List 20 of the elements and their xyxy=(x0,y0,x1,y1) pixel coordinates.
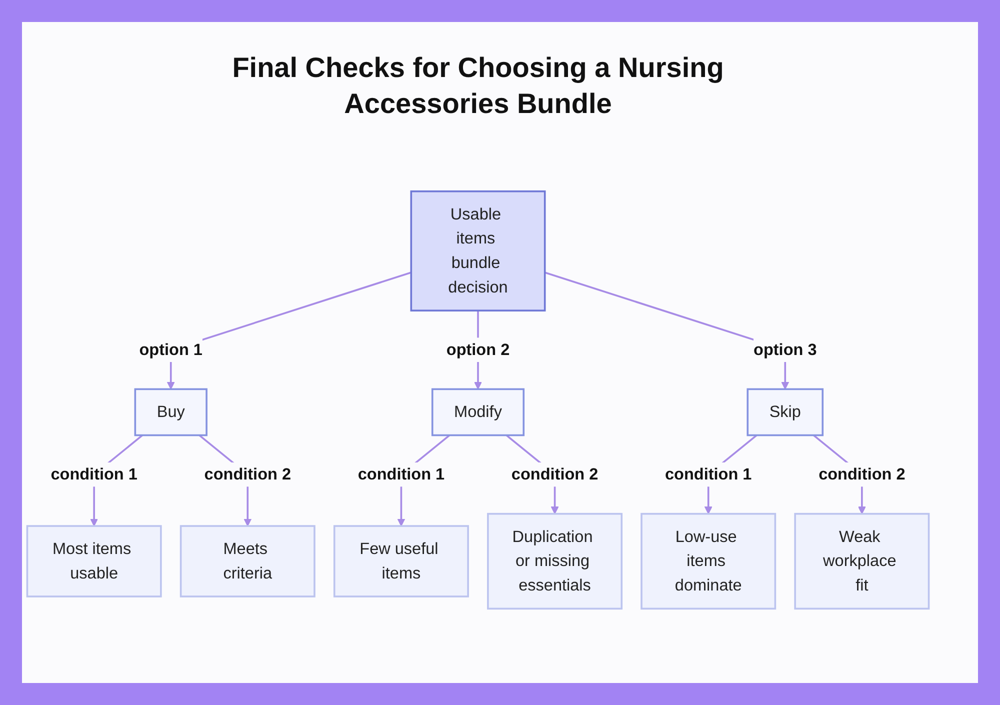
process-box: Weak workplace fit xyxy=(794,512,930,610)
edge-label: condition 1 xyxy=(358,465,445,484)
edge-label: condition 2 xyxy=(511,465,598,484)
process-box: Modify xyxy=(431,388,525,436)
edge-label: condition 1 xyxy=(50,465,138,484)
edge-label: condition 2 xyxy=(204,465,292,484)
process-box: Meets criteria xyxy=(180,525,316,598)
process-box: Duplication or missing essentials xyxy=(487,512,623,610)
edge-label: option 1 xyxy=(139,340,202,358)
process-box: Usable items bundle decision xyxy=(410,190,546,312)
edge-label: condition 2 xyxy=(818,465,906,484)
edge-label: option 2 xyxy=(446,340,510,358)
process-box: Most items usable xyxy=(26,525,162,598)
process-box: Few useful items xyxy=(333,525,469,598)
edge-label: condition 1 xyxy=(664,465,752,484)
process-box: Skip xyxy=(746,388,824,436)
diagram-title: Final Checks for Choosing a Nursing Accessories Bundle xyxy=(231,51,725,121)
process-box: Buy xyxy=(134,388,208,436)
edge-label: option 3 xyxy=(754,340,817,358)
process-box: Low-use items dominate xyxy=(640,512,776,610)
